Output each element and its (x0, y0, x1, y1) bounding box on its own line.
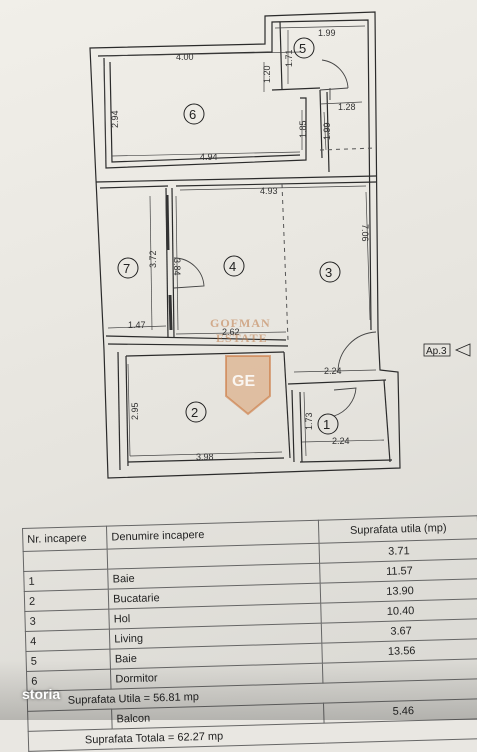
dimension-label: 2.24 (332, 436, 350, 446)
apartment-label: Ap.3 (426, 346, 447, 357)
dimension-label: 2.24 (324, 366, 342, 376)
room-number-5: 5 (299, 41, 306, 56)
dimension-label: 1.99 (322, 122, 332, 140)
room-number-1: 1 (323, 417, 330, 432)
dimension-label: 1.47 (128, 320, 146, 330)
plan-sheet (0, 0, 477, 720)
triangle-icon (454, 343, 471, 357)
svg-text:ESTATE: ESTATE (216, 331, 268, 345)
room-number-7: 7 (123, 261, 130, 276)
dimension-label: 1.20 (262, 65, 272, 83)
dimension-label: 3.72 (148, 250, 158, 268)
dimension-label: 1.85 (298, 120, 308, 138)
dimension-label: 2.94 (110, 110, 120, 128)
storia-logo: storia (22, 686, 61, 702)
dimension-label: 3.98 (196, 452, 214, 462)
watermark-logo: GOFMAN ESTATE GE (210, 316, 271, 416)
dimension-label: 1.28 (338, 102, 356, 112)
dimension-label: 4.94 (200, 152, 218, 162)
svg-text:GOFMAN: GOFMAN (210, 316, 271, 330)
dimension-label: 4.00 (176, 52, 194, 62)
room-number-3: 3 (325, 265, 332, 280)
dimension-label: 2.95 (130, 402, 140, 420)
rooms-table: Nr. incapere Denumire incapere Suprafata… (22, 515, 477, 752)
dimension-label: 1.73 (304, 412, 314, 430)
dimension-label: 1.99 (318, 28, 336, 38)
svg-text:GE: GE (232, 373, 255, 390)
room-number-4: 4 (229, 259, 236, 274)
dimension-label: 1.71 (284, 49, 294, 67)
dimension-label: 2.62 (222, 327, 240, 337)
floor-plan: 1.99 1.71 4.00 1.20 2.94 1.28 1.85 1.99 … (89, 11, 471, 479)
header-nr: Nr. incapere (22, 526, 108, 552)
dimension-label: 3.84 (172, 258, 182, 276)
room-number-2: 2 (191, 405, 198, 420)
dimension-label: 7.06 (360, 224, 370, 242)
room-number-6: 6 (189, 107, 196, 122)
dimension-label: 4.93 (260, 186, 278, 196)
